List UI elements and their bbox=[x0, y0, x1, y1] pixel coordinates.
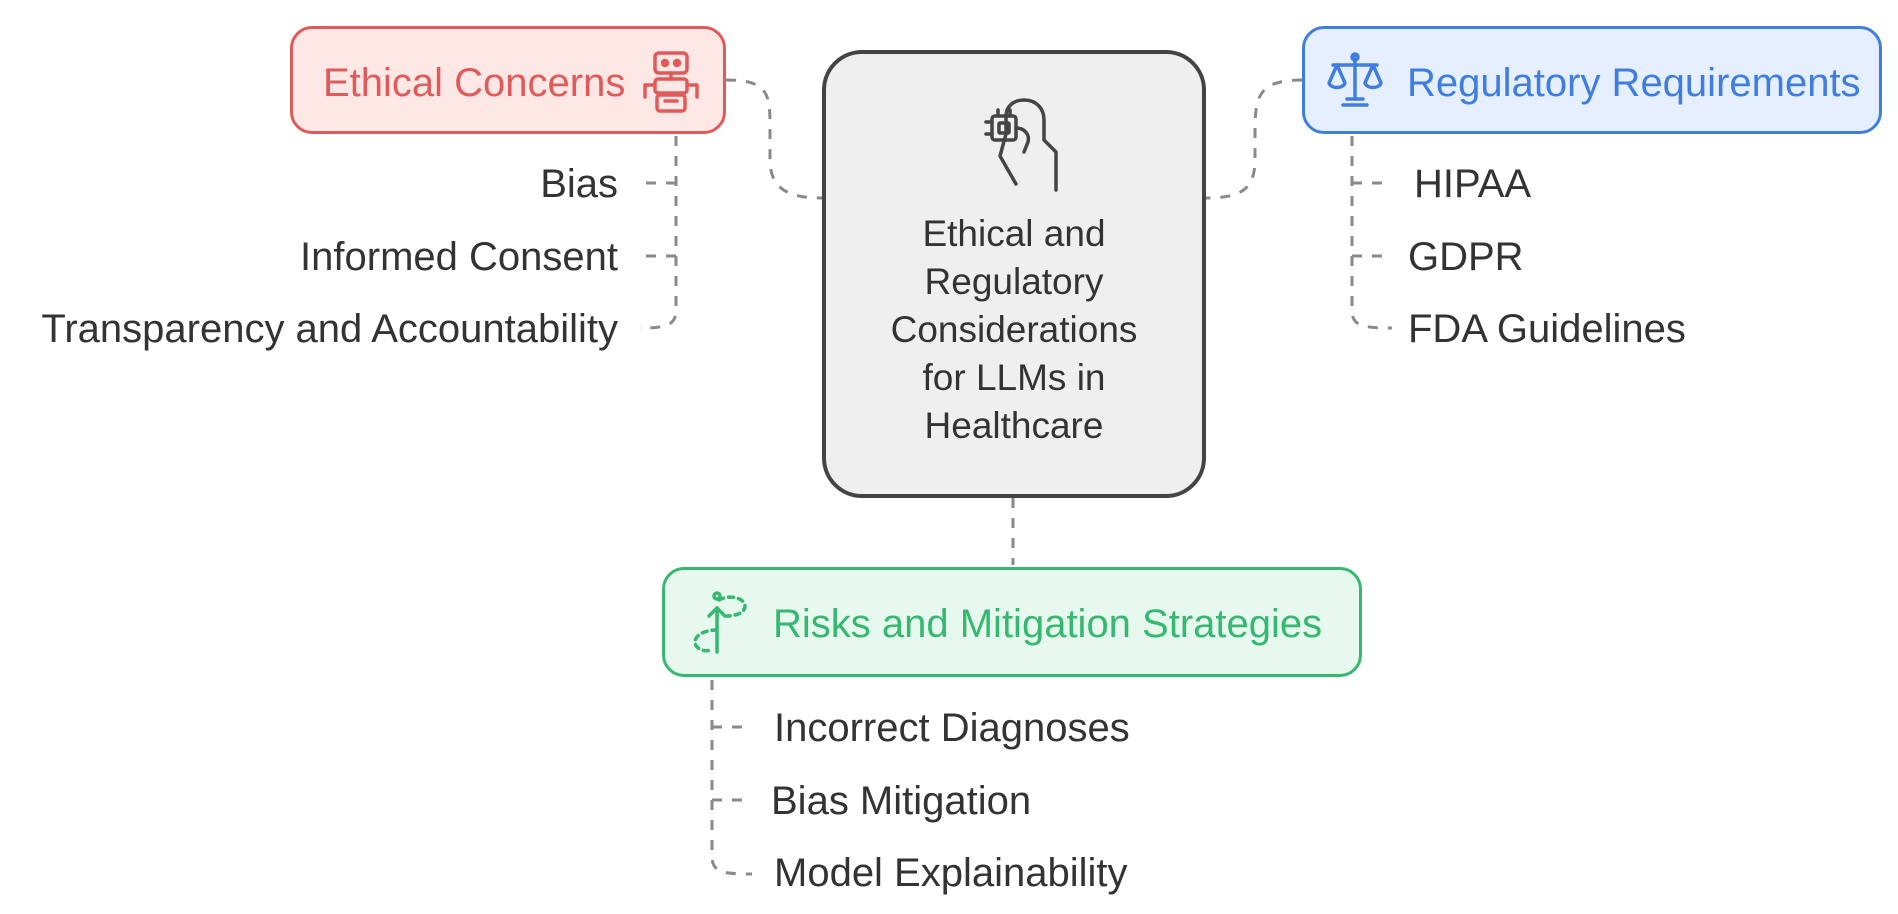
ethical-item-informed-consent: Informed Consent bbox=[300, 235, 618, 279]
ethical-spine bbox=[639, 136, 678, 330]
connector-regulatory-center bbox=[1205, 78, 1303, 200]
scales-icon bbox=[1327, 52, 1383, 107]
central-title-line-2: Regulatory bbox=[924, 261, 1104, 302]
regulatory-requirements-label: Regulatory Requirements bbox=[1407, 61, 1861, 105]
regulatory-requirements-node: Regulatory Requirements bbox=[1302, 26, 1882, 134]
regulatory-item-fda: FDA Guidelines bbox=[1408, 307, 1686, 351]
central-topic-node: Ethical and Regulatory Considerations fo… bbox=[822, 50, 1206, 498]
central-title-line-3: Considerations bbox=[890, 309, 1138, 350]
ethical-item-transparency: Transparency and Accountability bbox=[41, 307, 618, 351]
central-title-line-4: for LLMs in bbox=[922, 357, 1106, 398]
risks-item-bias-mitigation: Bias Mitigation bbox=[771, 779, 1032, 823]
regulatory-item-hipaa: HIPAA bbox=[1414, 162, 1532, 206]
ethical-concerns-node: Ethical Concerns bbox=[290, 26, 726, 134]
regulatory-item-gdpr: GDPR bbox=[1408, 235, 1524, 279]
robot-icon bbox=[643, 51, 699, 113]
risks-mitigation-label: Risks and Mitigation Strategies bbox=[773, 602, 1323, 646]
regulatory-spine bbox=[1350, 136, 1393, 330]
risks-item-model-explainability: Model Explainability bbox=[774, 851, 1128, 895]
risks-item-incorrect-diagnoses: Incorrect Diagnoses bbox=[774, 706, 1130, 750]
ethical-concerns-label: Ethical Concerns bbox=[323, 61, 626, 105]
connector-ethical-center bbox=[725, 78, 823, 200]
central-title-line-1: Ethical and bbox=[922, 213, 1106, 254]
growth-path-icon bbox=[693, 591, 747, 654]
central-title-line-5: Healthcare bbox=[924, 405, 1104, 446]
risks-spine bbox=[710, 680, 753, 876]
ethical-item-bias: Bias bbox=[540, 162, 618, 206]
risks-mitigation-node: Risks and Mitigation Strategies bbox=[662, 567, 1362, 677]
hand-holding-chip-icon bbox=[984, 98, 1058, 192]
central-topic-title: Ethical and Regulatory Considerations fo… bbox=[826, 210, 1202, 450]
